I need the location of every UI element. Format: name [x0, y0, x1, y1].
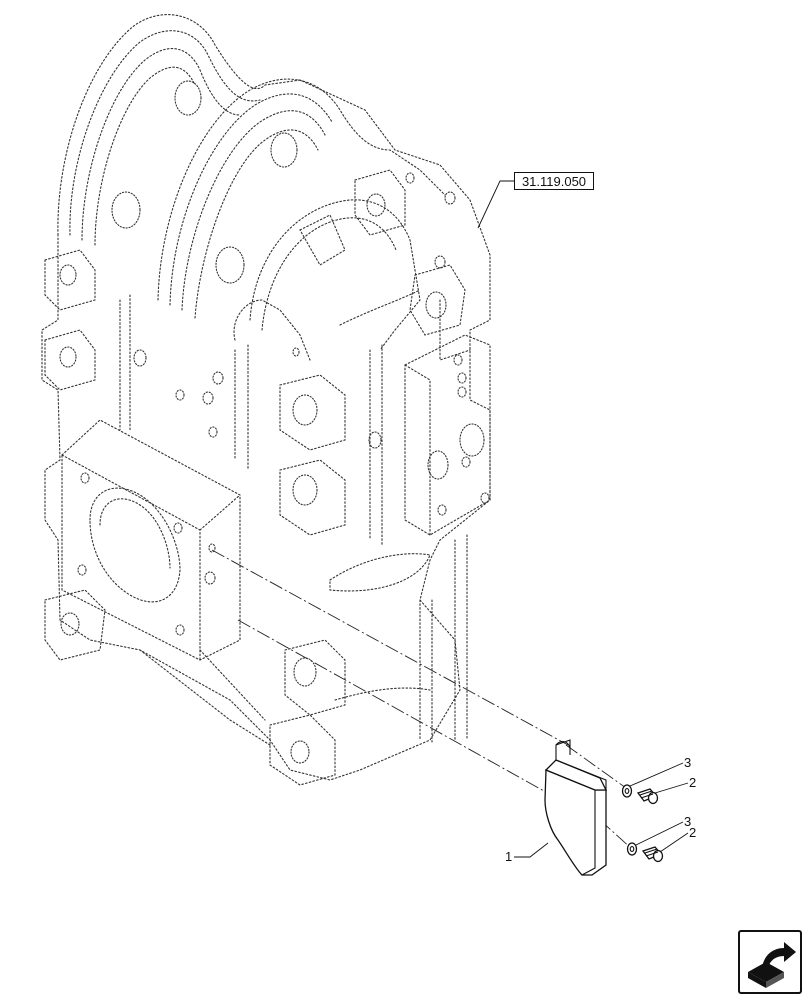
transmission-housing-outline: [41, 14, 491, 786]
callout-washer-upper: 3: [684, 755, 691, 770]
callout-bolt-upper: 2: [689, 775, 696, 790]
callout-bolt-lower: 2: [689, 825, 696, 840]
arrow-glyph-icon: [748, 942, 796, 988]
callout-washer-lower: 3: [684, 814, 691, 829]
washer-upper: [621, 784, 633, 798]
bolt-upper: [636, 788, 659, 805]
leader-lines: [477, 180, 689, 858]
section-reference-label[interactable]: 31.119.050: [514, 172, 594, 190]
next-page-arrow-icon[interactable]: [738, 930, 802, 994]
bolt-lower: [641, 846, 664, 863]
washer-lower: [626, 842, 638, 856]
callout-bracket: 1: [505, 849, 512, 864]
bracket-cover: [544, 739, 608, 876]
